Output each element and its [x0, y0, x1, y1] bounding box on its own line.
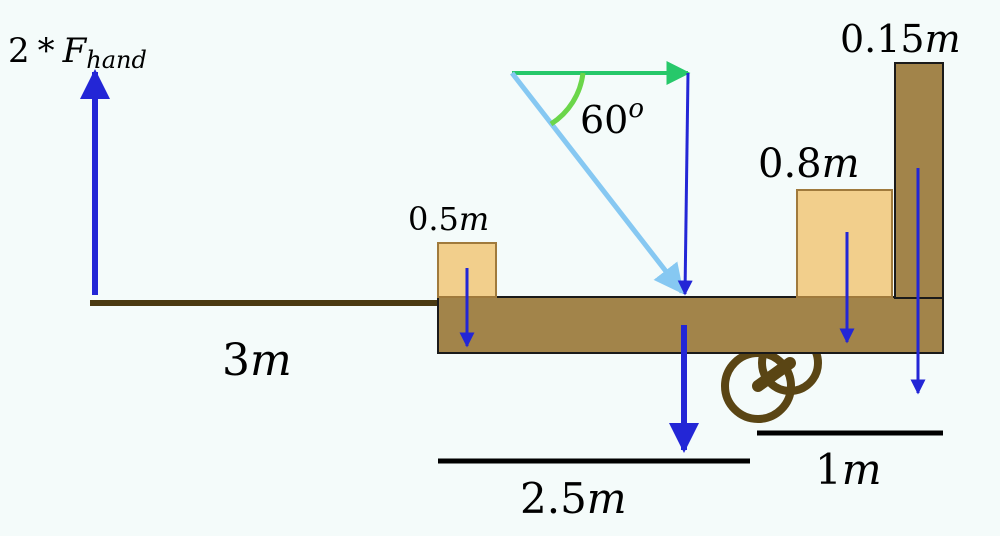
- axle-length-label: 1m: [815, 445, 882, 494]
- hand-force-label: 2*Fhand: [8, 31, 147, 74]
- handle-length-label: 3m: [222, 335, 292, 386]
- vertical-component-arrow: [677, 72, 693, 296]
- big-box-label: 0.8m: [758, 141, 860, 187]
- cart-platform: [437, 296, 944, 354]
- post-label: 0.15m: [840, 17, 961, 61]
- angle-label: 60o: [580, 94, 644, 142]
- cart-length-label: 2.5m: [520, 474, 627, 523]
- small-box-label: 0.5m: [408, 200, 489, 238]
- angle-arc: [549, 72, 586, 127]
- big-box: [796, 189, 893, 298]
- resultant-force-arrow: [510, 71, 684, 295]
